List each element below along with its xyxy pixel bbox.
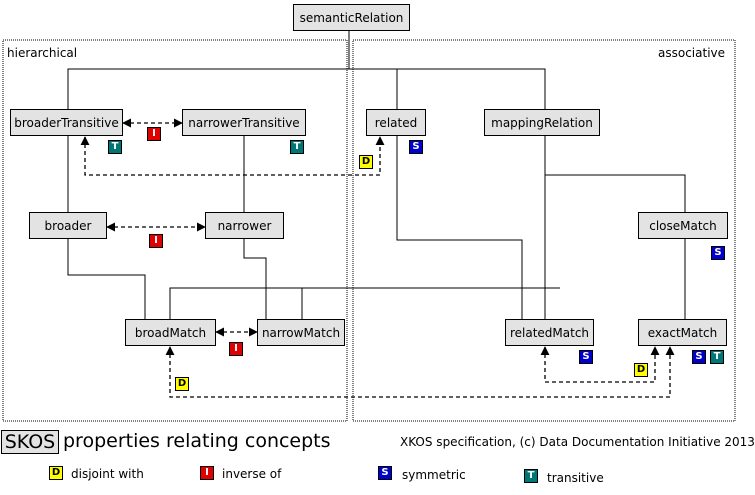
symmetric-badge: S (409, 140, 423, 154)
legend-disjoint-label: disjoint with (71, 467, 144, 481)
legend-symmetric-badge: S (378, 466, 392, 480)
disjoint-badge: D (175, 377, 189, 391)
diagram-title: properties relating concepts (63, 430, 331, 452)
hierarchical-label: hierarchical (7, 46, 78, 60)
node-exact-match[interactable]: exactMatch (638, 319, 727, 346)
symmetric-badge: S (579, 350, 593, 364)
node-broader-transitive[interactable]: broaderTransitive (10, 109, 123, 136)
transitive-badge: T (290, 140, 304, 154)
legend-transitive-label: transitive (547, 471, 604, 485)
inverse-badge: I (149, 234, 163, 248)
diagram-lines (2, 31, 736, 422)
skos-title-box: SKOS (1, 430, 59, 454)
disjoint-badge: D (359, 155, 373, 169)
node-narrow-match[interactable]: narrowMatch (257, 319, 345, 346)
legend-symmetric-label: symmetric (402, 468, 466, 482)
hierarchy-connectors (67, 31, 686, 319)
symmetric-badge: S (692, 350, 706, 364)
legend-inverse-label: inverse of (222, 467, 282, 481)
node-mapping-relation[interactable]: mappingRelation (484, 109, 600, 136)
hierarchical-region (2, 39, 348, 422)
node-close-match[interactable]: closeMatch (638, 212, 728, 239)
node-narrower-transitive[interactable]: narrowerTransitive (182, 109, 306, 136)
transitive-badge: T (108, 140, 122, 154)
node-broad-match[interactable]: broadMatch (125, 319, 216, 346)
inverse-badge: I (229, 342, 243, 356)
transitive-badge: T (710, 350, 724, 364)
legend-transitive-badge: T (524, 469, 538, 483)
dashed-relations (80, 118, 675, 398)
legend-inverse-badge: I (200, 466, 214, 480)
associative-region (352, 39, 736, 422)
symmetric-badge: S (711, 246, 725, 260)
node-broader[interactable]: broader (29, 212, 107, 239)
credit-text: XKOS specification, (c) Data Documentati… (400, 435, 755, 449)
node-narrower[interactable]: narrower (205, 212, 284, 239)
node-semantic-relation[interactable]: semanticRelation (293, 4, 410, 31)
inverse-badge: I (147, 127, 161, 141)
node-related[interactable]: related (366, 109, 426, 136)
node-related-match[interactable]: relatedMatch (505, 319, 594, 346)
disjoint-badge: D (634, 363, 648, 377)
legend-disjoint-badge: D (49, 466, 63, 480)
associative-label: associative (658, 46, 726, 60)
